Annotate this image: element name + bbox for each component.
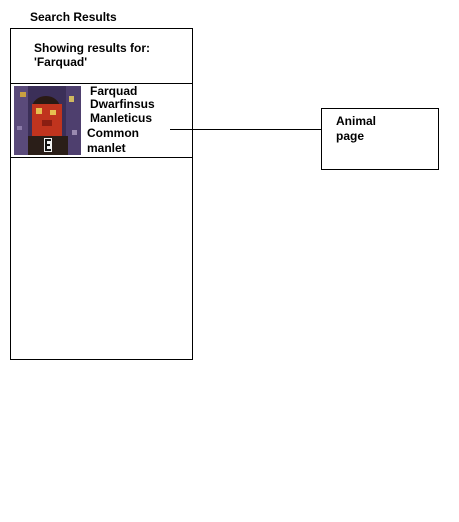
search-query-summary: Showing results for: 'Farquad' [11,29,192,84]
query-term: 'Farquad' [34,55,88,69]
connector-arrow-line [170,129,321,130]
animal-page-label-line2: page [336,129,365,143]
result-name-line3: Manleticus [90,111,153,125]
result-name-line2: Dwarfinsus [90,97,155,111]
result-thumbnail [14,86,81,155]
animal-page-box: Animal page [321,108,439,170]
animal-page-label-line1: Animal [336,114,377,128]
result-name-line1: Farquad [90,84,138,98]
result-common-name-line2: manlet [87,141,126,155]
page-title: Search Results [30,10,117,24]
query-label: Showing results for: [34,41,151,55]
search-results-panel: Showing results for: 'Farquad' [10,28,193,360]
search-result-item[interactable]: Farquad Dwarfinsus Manleticus Common man… [11,84,192,158]
result-common-name-line1: Common [87,126,139,140]
